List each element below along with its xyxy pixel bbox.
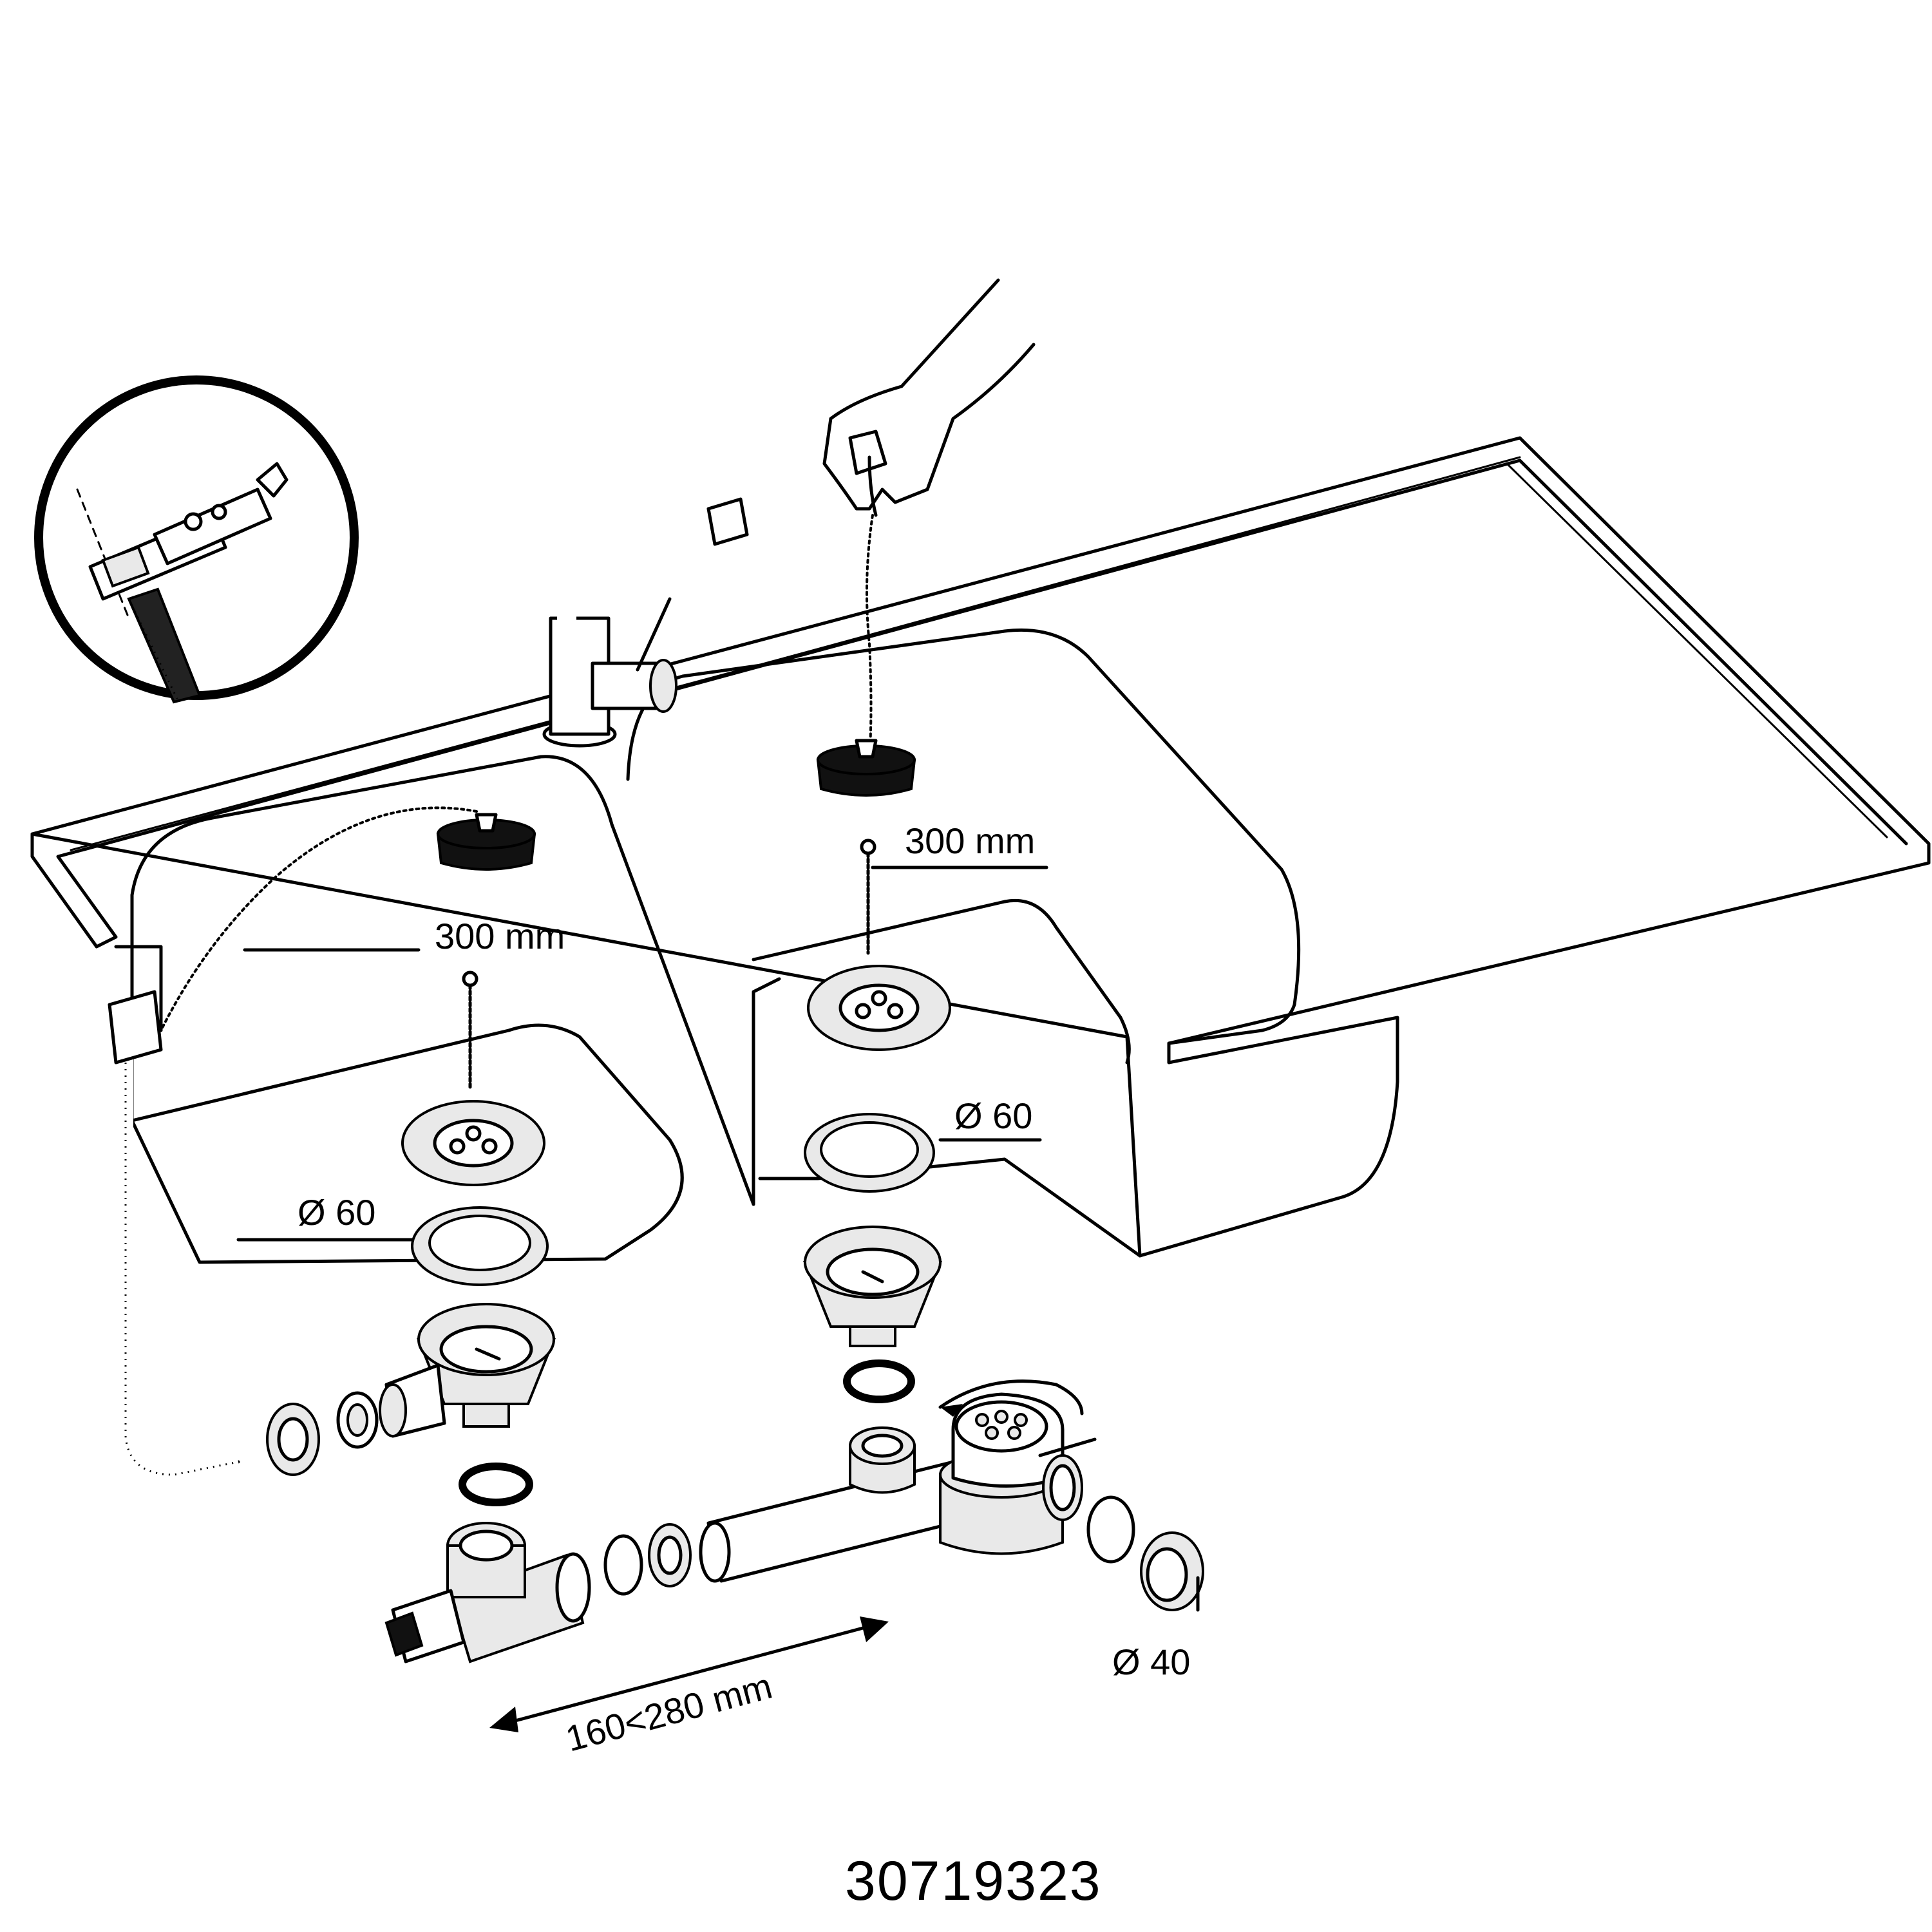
trap-inlet-nut: [849, 1426, 916, 1494]
center-pipe: [699, 1460, 968, 1583]
coupling-center: [603, 1523, 692, 1596]
washer-left: [336, 1391, 379, 1449]
hand: [822, 278, 1036, 517]
screw-left: [462, 971, 478, 1090]
oring-left: [459, 1463, 533, 1506]
seal-ring-right: [804, 1113, 935, 1193]
bottle-trap: [938, 1379, 1097, 1555]
plug-right: [816, 739, 916, 797]
outlet-nut: [1140, 1531, 1204, 1611]
nut-left: [266, 1403, 320, 1476]
oring-right: [843, 1359, 915, 1403]
strainer-right: [807, 965, 951, 1051]
faucet: [542, 347, 750, 748]
product-code: 30719323: [845, 1850, 1102, 1912]
strainer-left: [401, 1100, 545, 1186]
length-arrow: [489, 1616, 889, 1732]
chain-length-label-right: 300 mm: [905, 820, 1035, 861]
screw-right: [860, 838, 876, 955]
diameter-label-right: Ø 60: [954, 1095, 1032, 1136]
diameter-label-left: Ø 60: [298, 1192, 375, 1233]
drain-body-right: [803, 1226, 942, 1347]
overflow-hose: [108, 990, 240, 1483]
chain-right: [866, 514, 874, 761]
diameter-label-outlet: Ø 40: [1112, 1642, 1190, 1682]
t-piece-left: [384, 1522, 591, 1663]
seal-ring-left: [411, 1206, 549, 1286]
plug-left: [436, 813, 536, 871]
overflow-detail-inset: [34, 375, 359, 704]
drain-body-left: [379, 1303, 556, 1438]
outlet-ring: [1086, 1495, 1135, 1564]
chain-left: [160, 806, 478, 1032]
leader-lines: [236, 866, 1200, 1612]
chain-length-label-left: 300 mm: [435, 916, 565, 956]
